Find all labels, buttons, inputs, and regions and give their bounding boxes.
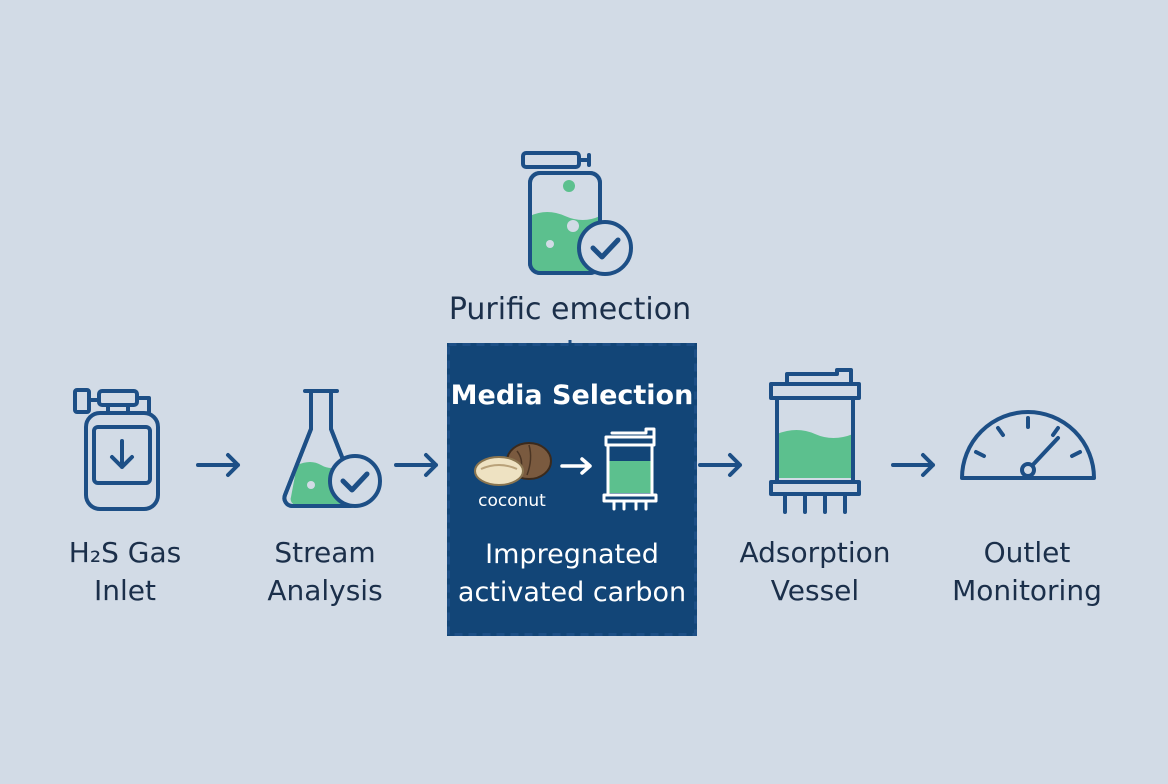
flask-check-icon bbox=[282, 389, 382, 508]
flow-arrow bbox=[196, 453, 240, 477]
gas-cylinder-icon bbox=[73, 388, 160, 511]
step-label-monitor: Outlet Monitoring bbox=[952, 536, 1102, 607]
gauge-icon bbox=[960, 410, 1096, 480]
coconut-icon bbox=[474, 442, 552, 486]
step-label-vessel: Adsorption Vessel bbox=[739, 536, 891, 607]
small-arrow-icon bbox=[560, 457, 592, 475]
purification-jar-check-icon bbox=[521, 151, 633, 276]
adsorption-vessel-icon bbox=[769, 368, 861, 514]
media-description: Impregnated activated carbon bbox=[457, 539, 687, 608]
purification-label: Purific emection bbox=[448, 292, 692, 327]
flow-arrow bbox=[698, 453, 742, 477]
flow-arrow bbox=[394, 453, 438, 477]
media-selection-title: Media Selection bbox=[450, 380, 694, 411]
step-label-inlet: H₂S Gas Inlet bbox=[68, 536, 182, 607]
mini-vessel-icon bbox=[602, 427, 658, 511]
coconut-label: coconut bbox=[478, 491, 546, 511]
media-box-dashed-border bbox=[447, 343, 697, 636]
media-selection-box: Media Selection coconut Impregnated bbox=[447, 343, 697, 636]
step-label-analysis: Stream Analysis bbox=[267, 536, 383, 607]
flow-arrow bbox=[891, 453, 935, 477]
